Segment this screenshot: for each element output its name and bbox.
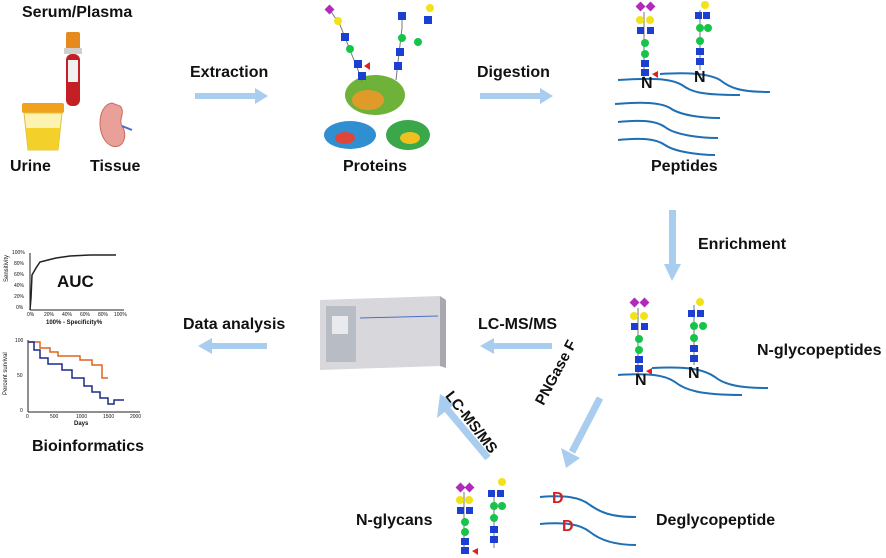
roc-ytick-3: 60% [14, 272, 25, 278]
n-glycopeptides-label: N-glycopeptides [757, 342, 882, 359]
enrichment-label: Enrichment [698, 236, 787, 253]
mass-spectrometer-icon [320, 296, 446, 370]
survival-xtick-3: 1500 [103, 414, 115, 420]
survival-ytick-1: 50 [17, 373, 23, 379]
blood-tube-icon [64, 32, 82, 106]
roc-chart [29, 253, 124, 311]
roc-ytick-4: 80% [14, 261, 25, 267]
survival-ytick-2: 100 [15, 338, 24, 344]
roc-xtick-3: 60% [80, 312, 91, 318]
survival-xtick-4: 2000 [130, 414, 142, 420]
urine-label: Urine [10, 158, 51, 175]
site-d-2: D [562, 518, 574, 535]
tissue-label: Tissue [90, 158, 141, 175]
site-d-1: D [552, 490, 564, 507]
arrow-lcmsms-diag [437, 394, 491, 461]
arrow-data-analysis [198, 338, 267, 354]
data-analysis-label: Data analysis [183, 316, 286, 333]
roc-ytick-5: 100% [12, 250, 25, 256]
protein-structure-icon [324, 75, 430, 150]
survival-xlabel: Days [74, 421, 89, 427]
roc-xtick-4: 80% [98, 312, 109, 318]
roc-xlabel: 100% - Specificity% [46, 320, 103, 326]
arrow-lcmsms [480, 338, 552, 354]
survival-xtick-2: 1000 [76, 414, 88, 420]
extraction-label: Extraction [190, 64, 269, 81]
roc-xtick-2: 40% [62, 312, 73, 318]
protein-glycan-right [394, 4, 434, 81]
arrow-digestion [480, 88, 553, 104]
n-glycopeptides-illustration [617, 297, 769, 396]
survival-ytick-0: 0 [20, 408, 23, 414]
peptides-label: Peptides [651, 158, 718, 175]
proteins-label: Proteins [343, 158, 408, 175]
roc-xtick-5: 100% [114, 312, 127, 318]
deglycopeptide-label: Deglycopeptide [656, 512, 776, 529]
roc-xtick-1: 20% [44, 312, 55, 318]
roc-ytick-2: 40% [14, 283, 25, 289]
arrow-pngase [561, 396, 604, 468]
urine-cup-icon [22, 103, 64, 151]
roc-ytick-1: 20% [14, 294, 25, 300]
peptides-illustration [614, 1, 771, 156]
site-n-glycopeptide-1: N [635, 372, 647, 389]
roc-xtick-0: 0% [27, 312, 35, 318]
site-n-peptide-1: N [641, 75, 653, 92]
site-n-glycopeptide-2: N [688, 365, 700, 382]
survival-xtick-1: 500 [50, 414, 59, 420]
arrow-enrichment [664, 210, 681, 281]
n-glycans-illustration [455, 478, 506, 555]
lcmsms-label: LC-MS/MS [478, 316, 558, 333]
digestion-label: Digestion [477, 64, 550, 81]
serum-plasma-label: Serum/Plasma [22, 4, 133, 21]
protein-glycan-left [324, 4, 370, 83]
deglycopeptide-illustration [539, 495, 637, 546]
auc-label: AUC [57, 272, 94, 291]
survival-chart [27, 340, 140, 413]
roc-ylabel: Sensitivity [4, 254, 10, 282]
kidney-icon [99, 102, 133, 148]
arrow-extraction [195, 88, 268, 104]
bioinformatics-label: Bioinformatics [32, 438, 145, 455]
survival-ylabel: Percent survival [3, 352, 9, 395]
n-glycans-label: N-glycans [356, 512, 433, 529]
survival-xtick-0: 0 [26, 414, 29, 420]
roc-ytick-0: 0% [16, 305, 24, 311]
site-n-peptide-2: N [694, 69, 706, 86]
